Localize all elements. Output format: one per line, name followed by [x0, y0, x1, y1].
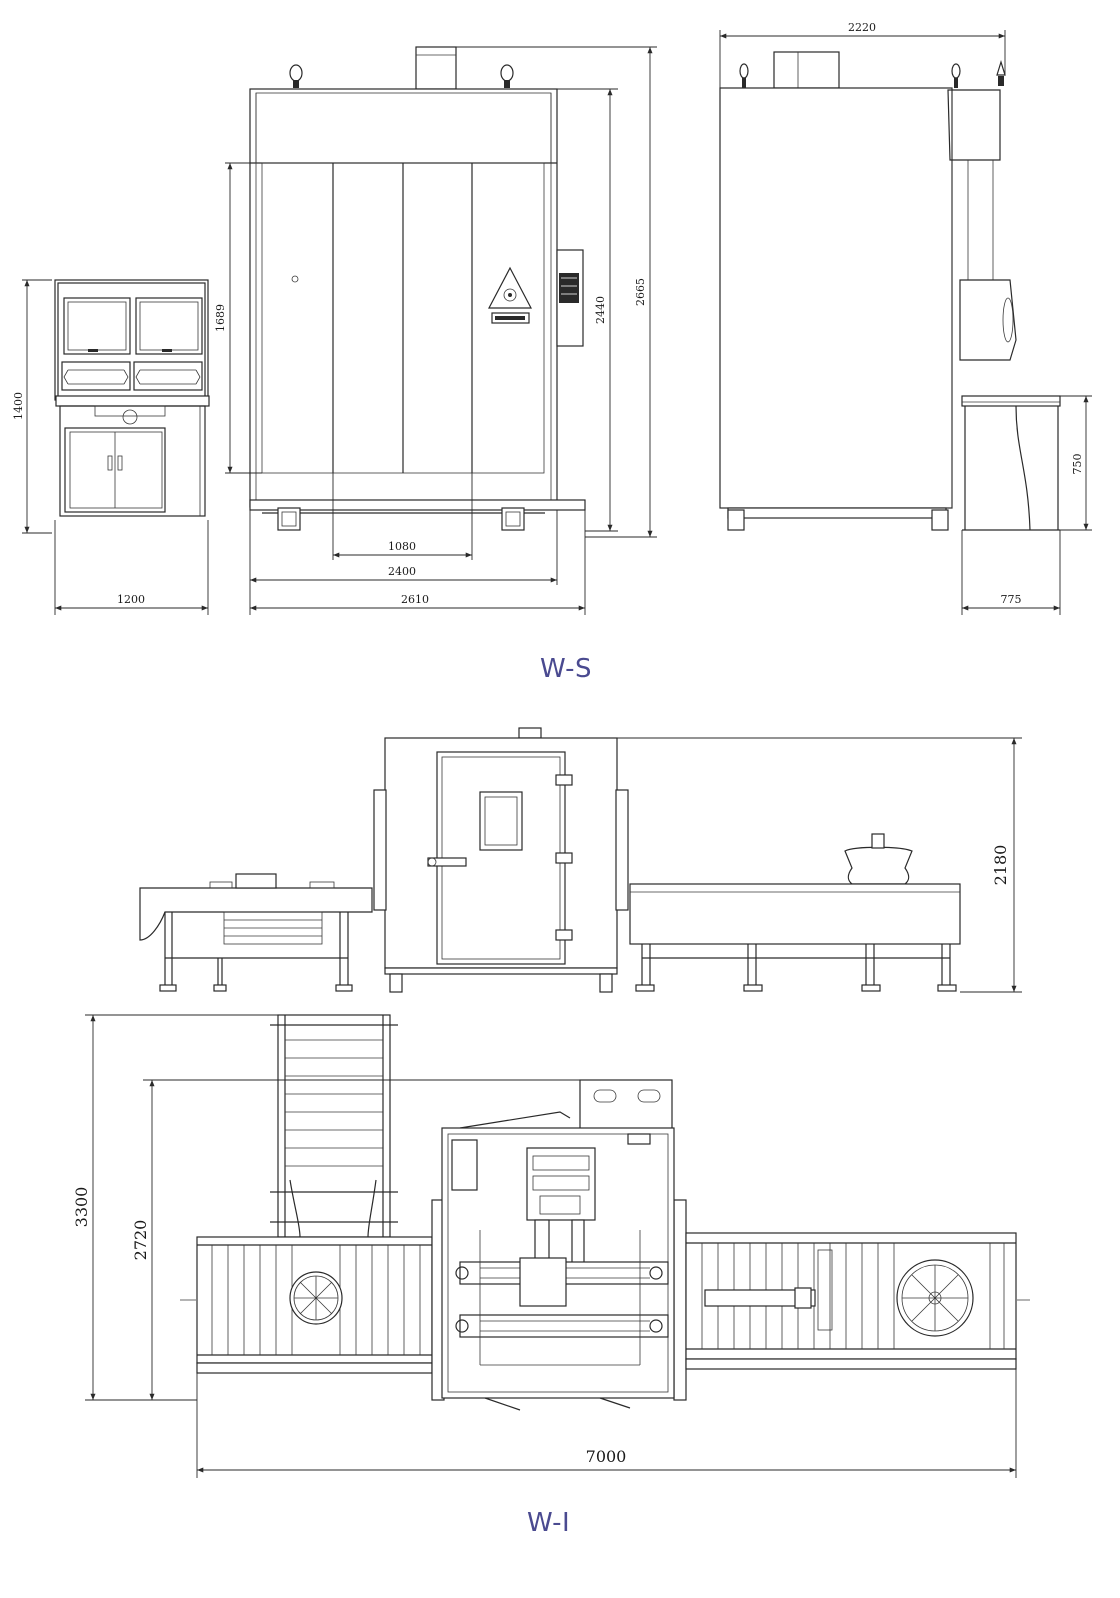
caption-ws: W-S [540, 654, 593, 684]
outfeed-table [629, 833, 961, 992]
main-unit-front-dimensions [225, 46, 657, 615]
main-unit-side-view [719, 51, 1061, 531]
dim-side-depth: 2220 [848, 21, 876, 34]
side-lifting-eye-far [996, 59, 1006, 86]
monitor-left [63, 297, 131, 355]
dim-table-height: 750 [1071, 454, 1084, 475]
side-lifting-eye-right [951, 63, 961, 88]
right-turntable-wheel [896, 1259, 974, 1337]
side-work-table [961, 395, 1061, 407]
infeed-table [139, 873, 373, 992]
dim-plan-depth-total: 3300 [72, 1187, 91, 1228]
dim-inner-2: 2400 [388, 565, 416, 578]
side-top-vent [773, 51, 840, 89]
side-panel [556, 249, 584, 347]
dim-elevation-height: 2180 [991, 845, 1010, 886]
foot-left [277, 507, 301, 531]
dim-front-width: 2610 [401, 593, 429, 606]
side-lifting-eye-left [739, 63, 749, 88]
gantry-robot [526, 1147, 596, 1265]
dim-inner-1: 1080 [388, 540, 416, 553]
foot-right [501, 507, 525, 531]
lifting-eye-right [500, 64, 514, 88]
wi-elevation-view [139, 727, 961, 993]
gripper-head [519, 1257, 567, 1307]
left-roller-conveyor [196, 1236, 433, 1374]
control-cabinet-dimensions [22, 279, 209, 615]
main-unit-front-view [249, 46, 586, 531]
right-roller-conveyor [685, 1232, 1017, 1370]
main-unit-side-dimensions [719, 30, 1092, 615]
dim-table-depth: 775 [1001, 593, 1022, 606]
cross-rail-lower [459, 1314, 669, 1338]
dim-cabinet-height: 1400 [12, 392, 25, 420]
top-vent [415, 46, 457, 90]
wi-elevation-dimensions [617, 737, 1022, 993]
drawer-right [133, 361, 203, 391]
wi-main-chamber [373, 727, 629, 993]
dim-plan-length: 7000 [586, 1447, 627, 1466]
dim-plan-depth-main: 2720 [131, 1220, 150, 1261]
wi-plan-view [180, 1014, 1030, 1411]
lifting-eye-left [289, 64, 303, 88]
radiation-warning-sign [488, 266, 532, 324]
door-window [479, 791, 523, 851]
dim-cabinet-width: 1200 [117, 593, 145, 606]
dim-door-height: 1689 [214, 304, 227, 332]
caption-wi: W-I [527, 1508, 571, 1538]
feed-conveyor [270, 1014, 398, 1238]
left-turntable-wheel [289, 1271, 343, 1325]
drawer-left [61, 361, 131, 391]
dim-body-height: 2440 [594, 296, 607, 324]
monitor-right [135, 297, 203, 355]
wi-plan-dimensions [85, 1014, 1017, 1478]
plan-main-machine [431, 1079, 687, 1411]
plan-top-panel [579, 1079, 673, 1131]
door-handle [427, 857, 467, 867]
control-cabinet-front-view [54, 279, 210, 517]
dim-total-height: 2665 [634, 278, 647, 306]
